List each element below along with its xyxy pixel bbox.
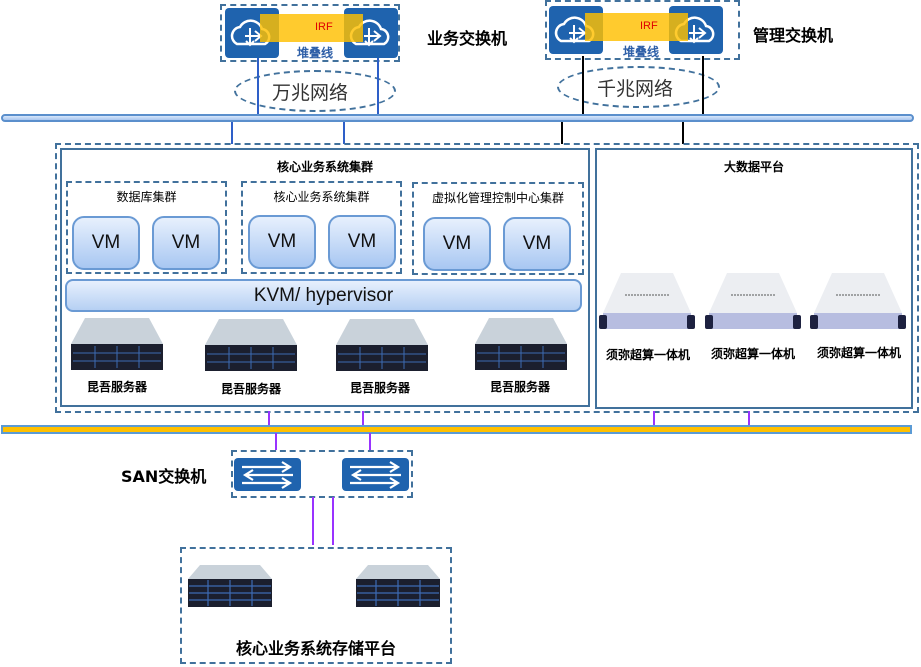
link-line	[377, 58, 379, 115]
kvm-hypervisor-layer: KVM/ hypervisor	[65, 279, 582, 312]
link-line	[231, 122, 233, 144]
storage-link	[332, 497, 334, 545]
group-title: 核心业务系统集群	[273, 190, 370, 204]
san-switch-label: SAN交换机	[121, 467, 207, 486]
database-cluster-group	[66, 181, 227, 274]
appliance-icon	[599, 273, 695, 329]
business-switch-group	[220, 4, 400, 62]
appliance-label: 须弥超算一体机	[710, 347, 795, 361]
san-link	[748, 411, 750, 425]
appliance-icon	[810, 273, 906, 329]
san-switch-group	[231, 450, 413, 498]
rack-server-icon	[205, 319, 297, 371]
link-line	[343, 122, 345, 144]
storage-link	[312, 497, 314, 545]
core-business-cluster	[60, 148, 590, 407]
vm-node: VM	[152, 216, 220, 270]
rack-server-icon	[475, 318, 567, 370]
core-business-group	[241, 181, 402, 274]
san-fabric-bus	[1, 425, 912, 434]
ethernet-backbone-bus	[1, 114, 914, 122]
big-data-title: 大数据平台	[723, 160, 784, 174]
link-line	[702, 56, 704, 114]
group-title: 数据库集群	[116, 190, 177, 204]
virtualization-mgmt-group	[412, 182, 584, 275]
management-switch-group	[545, 0, 740, 60]
link-line	[561, 122, 563, 144]
network-ellipse	[557, 66, 720, 108]
1g-network-label: 千兆网络	[597, 78, 674, 100]
business-switch-label: 业务交换机	[427, 29, 508, 48]
compute-zone	[55, 143, 919, 413]
link-line	[257, 58, 259, 115]
vm-node: VM	[503, 217, 571, 271]
san-link	[268, 411, 270, 425]
rack-server-icon	[71, 318, 163, 370]
server-label: 昆吾服务器	[489, 380, 550, 394]
server-label: 昆吾服务器	[349, 381, 410, 395]
san-link	[653, 411, 655, 425]
stack-cable-label: 堆叠线	[623, 45, 660, 59]
irf-label: IRF	[315, 21, 333, 33]
san-switch-icon	[234, 458, 301, 491]
vm-node: VM	[423, 217, 491, 271]
storage-array-icon	[356, 565, 440, 607]
big-data-platform	[595, 148, 913, 409]
rack-server-icon	[336, 319, 428, 371]
san-link	[362, 411, 364, 425]
san-link	[275, 433, 277, 450]
appliance-label: 须弥超算一体机	[816, 346, 901, 360]
link-line	[682, 122, 684, 144]
server-label: 昆吾服务器	[220, 382, 281, 396]
vm-node: VM	[328, 215, 396, 269]
vm-node: VM	[248, 215, 316, 269]
appliance-label: 须弥超算一体机	[605, 348, 690, 362]
irf-label: IRF	[640, 20, 658, 32]
10g-network-label: 万兆网络	[272, 82, 349, 104]
server-label: 昆吾服务器	[86, 380, 147, 394]
storage-array-icon	[188, 565, 272, 607]
link-line	[582, 56, 584, 114]
network-ellipse	[234, 70, 396, 112]
core-cluster-title: 核心业务系统集群	[276, 160, 373, 174]
stack-cable-label: 堆叠线	[297, 46, 334, 60]
san-link	[369, 433, 371, 450]
storage-platform-group	[180, 547, 452, 664]
group-title: 虚拟化管理控制中心集群	[431, 191, 564, 205]
storage-platform-title: 核心业务系统存储平台	[235, 639, 396, 658]
management-switch-label: 管理交换机	[753, 26, 834, 45]
irf-stack-link	[260, 14, 363, 42]
vm-node: VM	[72, 216, 140, 270]
appliance-icon	[705, 273, 801, 329]
irf-stack-link	[585, 13, 688, 41]
san-switch-icon	[342, 458, 409, 491]
